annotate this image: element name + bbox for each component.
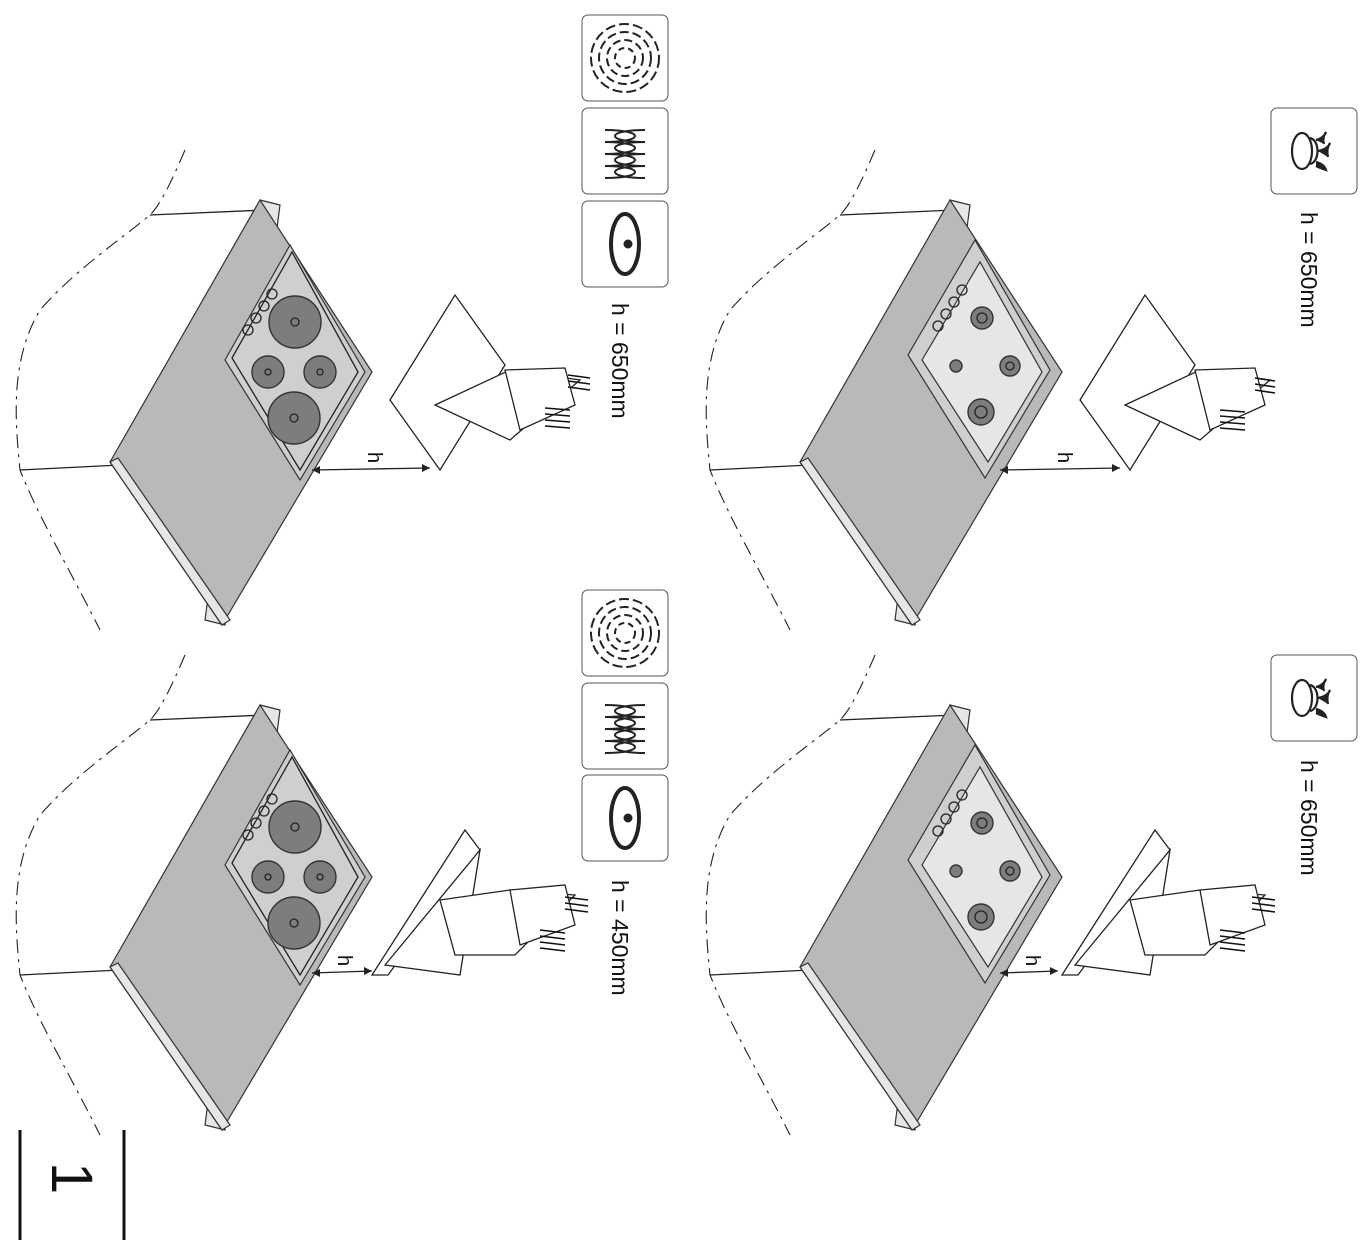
- height-label-gas-angled: h = 650mm: [1296, 760, 1322, 876]
- heat-source-icons: [581, 14, 669, 288]
- panel-electric-angled: h: [15, 654, 589, 1136]
- control-knobs: [932, 284, 968, 332]
- vent-grille: [1219, 377, 1276, 431]
- induction-plate-icon: [609, 786, 641, 850]
- angled-hood: [1060, 828, 1276, 976]
- chimney-hood: [1079, 293, 1276, 472]
- hotplate-large: [268, 800, 322, 854]
- control-knobs: [242, 793, 278, 841]
- angled-hood: [370, 828, 589, 976]
- gas-burner: [999, 860, 1021, 882]
- electric-hob: [224, 748, 366, 987]
- panel-gas-angled: h: [705, 654, 1276, 1136]
- gas-burner: [970, 811, 994, 835]
- control-knobs: [242, 288, 278, 336]
- dimension-h-label: h: [1053, 452, 1075, 463]
- gas-burner-large: [967, 398, 995, 426]
- gas-hob: [907, 238, 1051, 480]
- height-label-gas-chimney: h = 650mm: [1296, 212, 1322, 328]
- vent-grille: [1219, 896, 1276, 952]
- dimension-h-label: h: [363, 452, 385, 463]
- coil-element-icon: [604, 704, 646, 754]
- gas-burner-small: [949, 359, 963, 373]
- gas-burner-small: [949, 864, 963, 878]
- hotplate-small: [303, 355, 337, 389]
- gas-burner-large: [967, 903, 995, 931]
- chimney-hood: [389, 293, 591, 472]
- height-label-electric-chimney: h = 650mm: [607, 303, 633, 419]
- height-dimension: h: [311, 955, 373, 977]
- height-dimension: h: [999, 452, 1121, 474]
- coil-element-icon: [604, 129, 646, 179]
- radiant-ring-icon: [590, 23, 660, 93]
- induction-plate-icon: [609, 212, 641, 276]
- dimension-h-label: h: [333, 955, 355, 966]
- height-dimension: h: [311, 452, 431, 474]
- electric-hob: [224, 243, 366, 482]
- heat-source-icons: [581, 589, 669, 862]
- radiant-ring-icon: [590, 598, 660, 668]
- hotplate-large: [267, 391, 321, 445]
- height-label-electric-angled: h = 450mm: [607, 880, 633, 996]
- hotplate-small: [251, 860, 285, 894]
- hotplate-small: [251, 355, 285, 389]
- figure-number-label: 1: [39, 1162, 104, 1194]
- panel-electric-chimney: h: [15, 149, 591, 631]
- height-dimension: h: [999, 955, 1059, 977]
- hotplate-large: [268, 295, 322, 349]
- control-knobs: [932, 789, 968, 837]
- gas-flame-icon: [1290, 131, 1332, 172]
- vent-grille: [544, 374, 591, 429]
- hotplate-large: [267, 896, 321, 950]
- hotplate-small: [303, 860, 337, 894]
- heat-source-icons: [1270, 107, 1358, 195]
- gas-burner: [970, 306, 994, 330]
- heat-source-icons: [1270, 654, 1358, 742]
- vent-grille: [539, 896, 589, 952]
- dimension-h-label: h: [1021, 955, 1043, 966]
- gas-flame-icon: [1290, 678, 1332, 719]
- panel-gas-chimney: h: [705, 149, 1276, 631]
- figure-number: 1: [18, 1130, 126, 1240]
- gas-burner: [999, 355, 1021, 377]
- gas-hob: [907, 743, 1051, 985]
